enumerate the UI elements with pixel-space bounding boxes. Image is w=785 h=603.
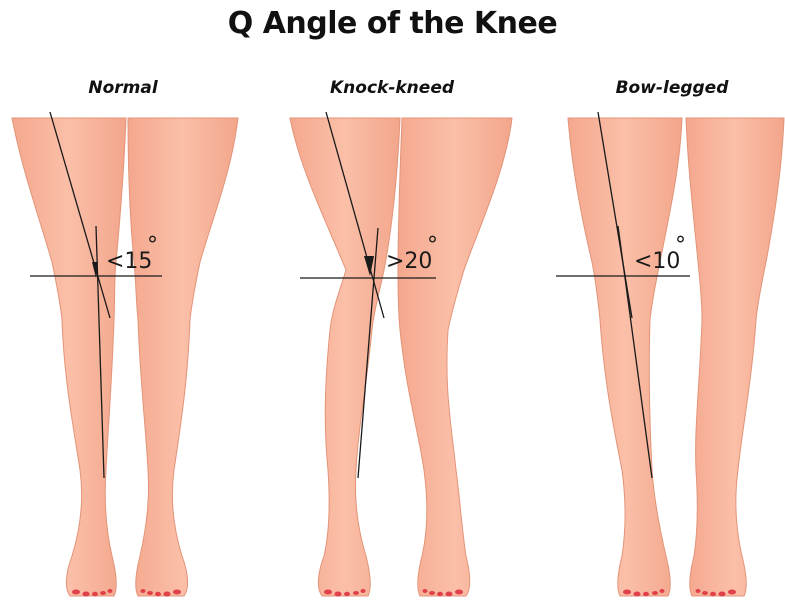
angle-value-bow-legged: <10	[634, 249, 680, 274]
degree-symbol: °	[675, 233, 686, 258]
left-leg	[12, 118, 126, 597]
degree-symbol: °	[427, 233, 438, 258]
left-leg	[290, 118, 400, 597]
angle-value-knock-kneed: >20	[386, 249, 432, 274]
panel-knock-kneed: >20 °	[290, 112, 512, 597]
panel-bow-legged: <10 °	[556, 112, 784, 597]
right-leg	[128, 118, 238, 597]
right-leg	[686, 118, 784, 597]
panel-normal: <15 °	[12, 112, 238, 597]
degree-symbol: °	[147, 233, 158, 258]
left-leg	[568, 118, 682, 597]
right-leg	[398, 118, 512, 597]
angle-value-normal: <15	[106, 249, 152, 274]
